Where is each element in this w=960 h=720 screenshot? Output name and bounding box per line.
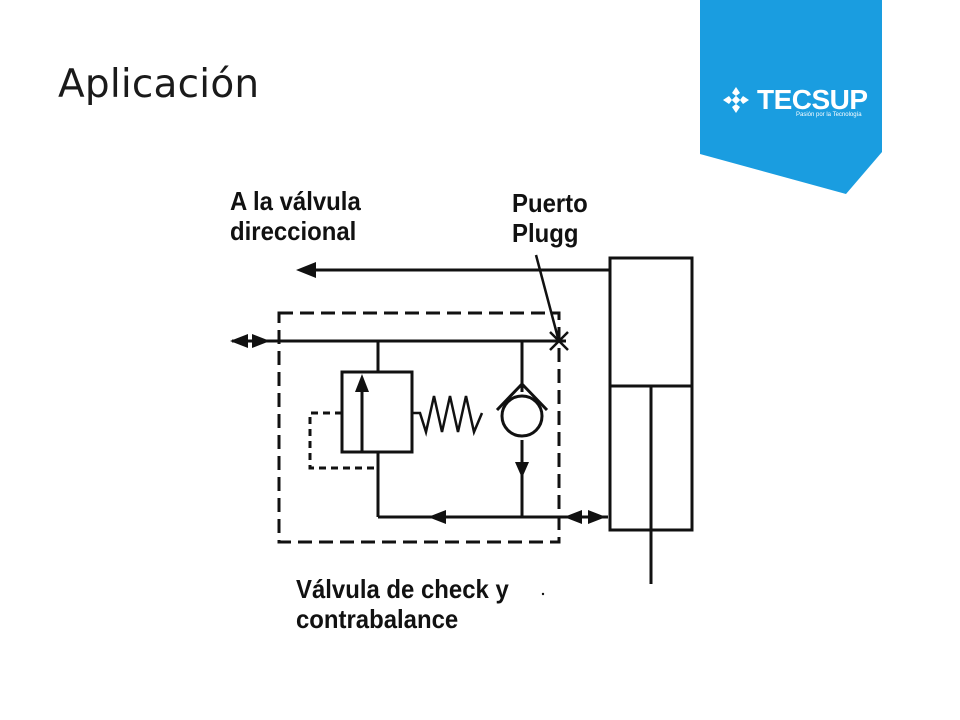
- tecsup-logo-icon: [723, 87, 749, 113]
- tecsup-logo-tagline: Pasión por la Tecnología: [796, 112, 862, 118]
- counterbalance-valve-body: [340, 370, 414, 454]
- valve-dashed-enclosure: [277, 311, 561, 544]
- arrow-left-port-left: [230, 334, 248, 348]
- arrow-bottom-flow: [428, 510, 446, 524]
- counterbalance-valve-arrow: [355, 374, 369, 392]
- spring: [412, 395, 484, 437]
- label-check-counterbalance-line2: contrabalance: [296, 604, 459, 634]
- arrow-cylinder-port-right: [588, 510, 606, 524]
- label-check-counterbalance-line1: Válvula de check y: [296, 574, 509, 604]
- label-directional-valve-line1: A la válvula: [230, 186, 361, 216]
- arrow-cylinder-port-left: [564, 510, 582, 524]
- label-plug-port-line2: Plugg: [512, 218, 579, 248]
- check-valve-seat: [495, 381, 549, 412]
- tecsup-logo-wordmark: TECSUP: [757, 84, 868, 115]
- label-plug-port: Puerto Plugg: [512, 188, 588, 248]
- arrow-check-down: [515, 462, 529, 478]
- pilot-line: [308, 411, 378, 470]
- arrow-to-directional-valve: [296, 262, 316, 278]
- check-valve-ball: [500, 394, 544, 438]
- arrow-left-port-right: [252, 334, 270, 348]
- label-directional-valve-line2: direccional: [230, 216, 357, 246]
- plug-port-leader: [534, 254, 560, 339]
- label-plug-port-line1: Puerto: [512, 188, 588, 218]
- slide-title: Aplicación: [58, 62, 260, 107]
- label-directional-valve: A la válvula direccional: [230, 186, 361, 246]
- label-check-counterbalance-valve: Válvula de check y contrabalance: [296, 574, 509, 634]
